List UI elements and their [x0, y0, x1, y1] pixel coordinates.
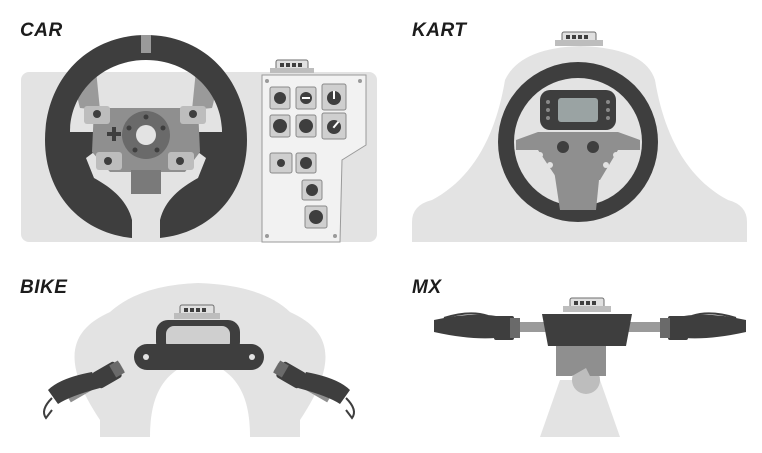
- bike-left-grip-icon: [43, 360, 125, 420]
- car-illustration: [21, 35, 377, 243]
- mx-left-grip-icon: [434, 312, 520, 340]
- mx-right-grip-icon: [660, 312, 746, 340]
- dpad-icon: [107, 127, 121, 141]
- car-button-icons: [269, 83, 347, 229]
- car-steering-wheel-icon: [45, 35, 247, 238]
- kart-steering-wheel-icon: [498, 62, 658, 222]
- screw-icon: [265, 79, 362, 238]
- label-kart: KART: [412, 20, 467, 41]
- mx-fork: [540, 380, 620, 437]
- car-shift-light-mount: [270, 68, 314, 73]
- mx-illustration: [434, 297, 746, 437]
- bike-illustration: [43, 283, 355, 437]
- label-mx: MX: [412, 277, 442, 298]
- kart-illustration: [412, 31, 747, 242]
- bike-right-grip-icon: [273, 360, 355, 420]
- label-bike: BIKE: [20, 277, 68, 298]
- label-car: CAR: [20, 20, 63, 41]
